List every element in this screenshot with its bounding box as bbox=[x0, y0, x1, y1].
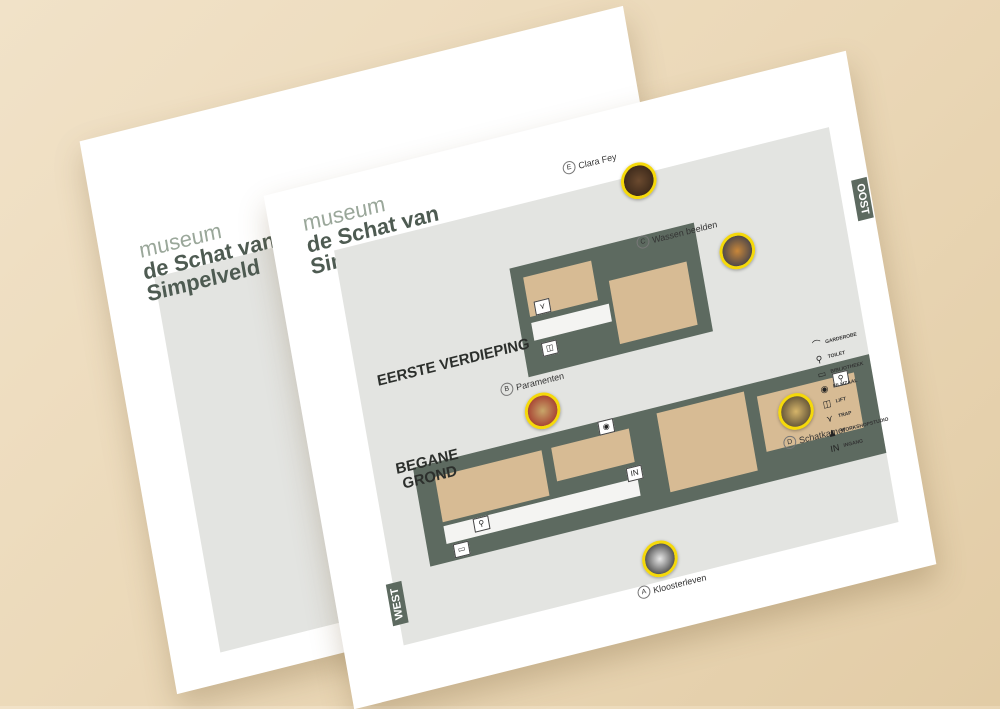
stairs-icon: ⋎ bbox=[825, 412, 834, 424]
toilet-icon: ⚲ bbox=[815, 353, 824, 365]
film-camera-icon: ◉ bbox=[819, 382, 830, 395]
workshop-icon: ♟ bbox=[827, 426, 837, 439]
book-icon: ▭ bbox=[816, 367, 827, 380]
compass-east: OOST bbox=[851, 176, 874, 222]
entrance-icon: IN bbox=[829, 441, 841, 454]
lift-icon: ◫ bbox=[821, 397, 832, 410]
coat-hanger-icon: ⌒ bbox=[811, 338, 822, 351]
front-map-sheet: museum de Schat van Simpelveld ◫ ⋎ ▭ ⚲ ◉… bbox=[263, 50, 937, 709]
